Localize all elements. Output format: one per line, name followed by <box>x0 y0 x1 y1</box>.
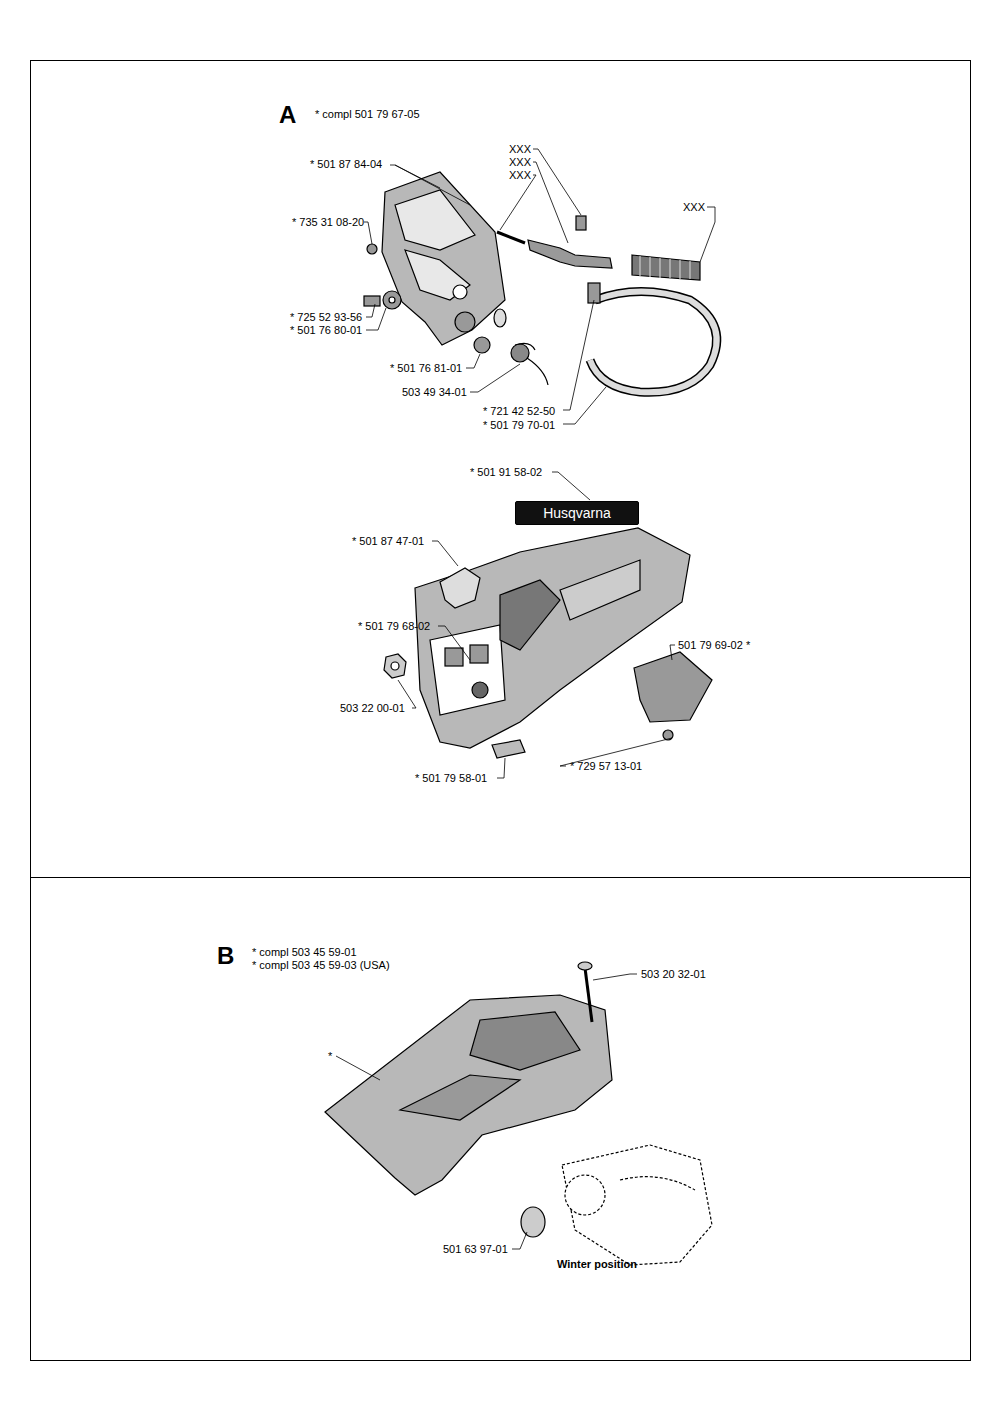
part-number: * 501 91 58-02 <box>470 466 542 479</box>
part-number: XXX <box>683 201 705 214</box>
part-number: XXX <box>509 143 531 156</box>
part-number: * 501 79 70-01 <box>483 419 555 432</box>
part-number: 501 79 69-02 * <box>678 639 750 652</box>
part-number: * 729 57 13-01 <box>570 760 642 773</box>
part-number: 503 49 34-01 <box>402 386 467 399</box>
part-number: 503 20 32-01 <box>641 968 706 981</box>
part-number: 501 63 97-01 <box>443 1243 508 1256</box>
part-number: * 501 76 81-01 <box>390 362 462 375</box>
part-number: 503 22 00-01 <box>340 702 405 715</box>
part-number: XXX <box>509 169 531 182</box>
figure-panel: B <box>30 877 971 1361</box>
brand-text: Husqvarna <box>543 505 611 521</box>
note-label: Winter position <box>557 1258 637 1271</box>
panel-letter: A <box>279 101 296 129</box>
part-number: * 501 87 84-04 <box>310 158 382 171</box>
part-number: * 725 52 93-56 <box>290 311 362 324</box>
part-number: * 721 42 52-50 <box>483 405 555 418</box>
part-number: * 501 79 58-01 <box>415 772 487 785</box>
part-number: * 501 79 68-02 <box>358 620 430 633</box>
part-number: * compl 501 79 67-05 <box>315 108 420 121</box>
panel-letter: B <box>217 942 234 970</box>
part-number: * compl 503 45 59-01 <box>252 946 357 959</box>
decal-badge: Husqvarna <box>515 501 639 525</box>
part-number: * <box>328 1050 332 1063</box>
part-number: * compl 503 45 59-03 (USA) <box>252 959 390 972</box>
part-number: * 501 87 47-01 <box>352 535 424 548</box>
part-number: * 735 31 08-20 <box>292 216 364 229</box>
part-number: XXX <box>509 156 531 169</box>
part-number: * 501 76 80-01 <box>290 324 362 337</box>
